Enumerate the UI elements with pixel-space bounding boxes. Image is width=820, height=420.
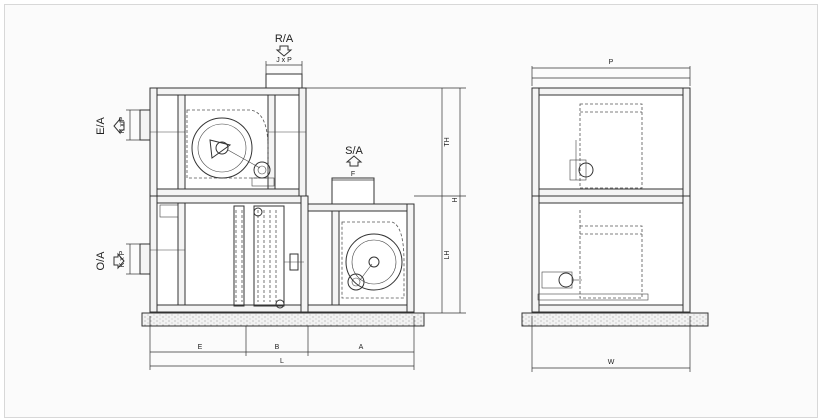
f-label: F	[351, 171, 355, 178]
ra-label: R/A	[275, 33, 294, 45]
w-label: W	[608, 359, 615, 366]
side-concrete-base	[141, 312, 425, 327]
ra-arrow-icon	[275, 45, 293, 57]
supply-fan-housing	[341, 221, 405, 299]
e-label: E	[198, 344, 203, 351]
lower-left-casing	[149, 195, 309, 313]
sa-duct	[331, 177, 375, 205]
front-lower-fan	[579, 225, 643, 299]
p-label: P	[609, 59, 614, 66]
sa-arrow-icon	[345, 155, 363, 167]
h-label: H	[452, 197, 459, 202]
front-upper-casing	[531, 87, 691, 197]
front-lower-casing	[531, 195, 691, 313]
front-upper-fan	[579, 103, 643, 189]
side-elevation: R/A J x P E/A K x P O/A	[95, 33, 466, 370]
coil-section	[253, 205, 285, 307]
th-label: TH	[444, 137, 451, 146]
jxp-label: J x P	[276, 57, 292, 64]
supply-fan-wheel	[345, 233, 403, 291]
kxp-bottom-label: K x P	[119, 250, 126, 267]
filter-panel	[233, 205, 245, 307]
ra-duct	[265, 73, 303, 89]
a-label: A	[359, 344, 364, 351]
kxp-top-label: K x P	[119, 116, 126, 133]
l-label: L	[280, 358, 284, 365]
oa-label: O/A	[95, 251, 107, 271]
upper-unit-casing	[149, 87, 307, 197]
ea-label: E/A	[95, 116, 107, 134]
lh-label: LH	[444, 251, 451, 260]
supply-fan-casing	[307, 203, 415, 313]
upper-fan-housing	[186, 109, 269, 179]
oa-arrow-icon	[113, 252, 125, 270]
front-elevation: P W	[521, 59, 709, 372]
ea-arrow-icon	[113, 117, 125, 135]
upper-fan-wheel	[191, 117, 253, 179]
sa-label: S/A	[345, 145, 363, 157]
supply-motor	[347, 273, 365, 291]
front-concrete-base	[521, 312, 709, 327]
b-label: B	[275, 344, 280, 351]
